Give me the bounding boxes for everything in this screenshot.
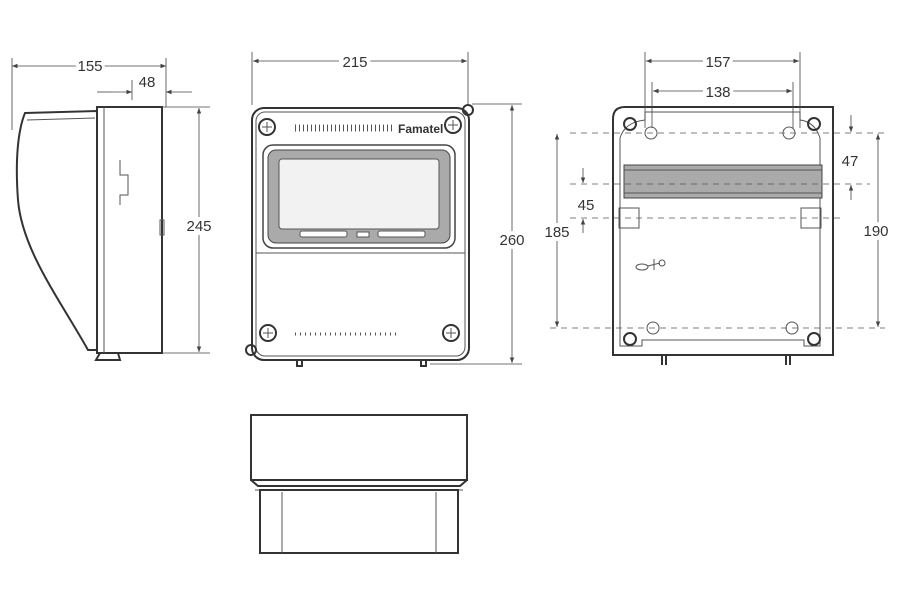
dim-front-width: 215 xyxy=(342,54,367,71)
dim-front-height: 260 xyxy=(499,232,524,249)
dim-side-offset: 48 xyxy=(139,74,156,91)
dim-back-height-right: 190 xyxy=(863,223,888,240)
back-view: 157 138 47 45 185 190 xyxy=(540,50,893,365)
key-symbol-icon xyxy=(635,259,666,271)
dim-back-height-left: 185 xyxy=(544,224,569,241)
screw-icon xyxy=(259,324,277,342)
dim-back-outer-width: 157 xyxy=(705,54,730,71)
screw-icon xyxy=(442,324,460,342)
front-view: Famatel 215 260 xyxy=(245,50,529,367)
dim-side-depth: 155 xyxy=(77,58,102,75)
dim-side-height: 245 xyxy=(186,218,211,235)
dim-back-rail-spacing: 45 xyxy=(578,197,595,214)
screw-icon xyxy=(258,118,276,136)
side-view: 155 48 245 xyxy=(11,55,216,361)
screw-icon xyxy=(444,116,462,134)
brand-label: Famatel xyxy=(398,122,443,136)
dim-back-rail-offset: 47 xyxy=(842,153,859,170)
bottom-view xyxy=(250,414,468,554)
dim-back-inner-width: 138 xyxy=(705,84,730,101)
